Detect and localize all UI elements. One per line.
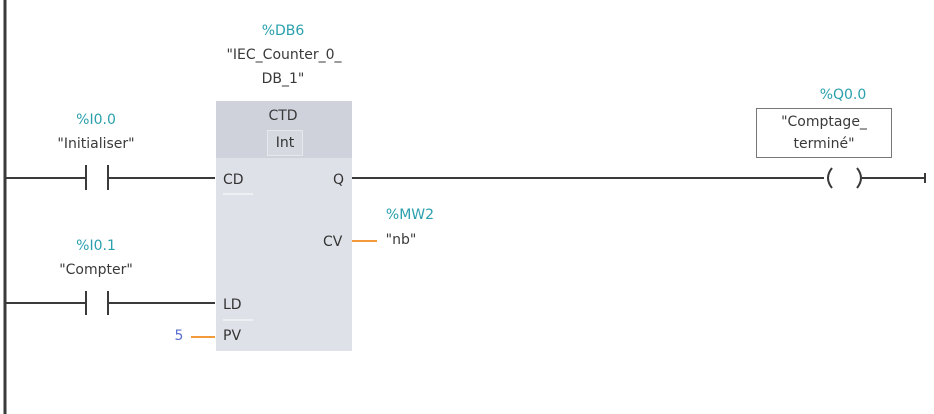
contact-no-icon[interactable] <box>85 291 109 315</box>
cv-address: %MW2 <box>385 207 435 223</box>
pv-constant[interactable]: 5 <box>174 328 184 344</box>
pin-pv: PV <box>223 328 242 344</box>
contact-1-name[interactable]: "Initialiser" <box>57 136 135 152</box>
pin-cd-underline <box>223 193 253 195</box>
pin-cd: CD <box>223 172 244 188</box>
data-type-selector[interactable]: Int <box>267 130 303 156</box>
contact-2-name[interactable]: "Compter" <box>59 262 133 278</box>
coil-operand-box[interactable]: "Comptage_ terminé" <box>756 108 892 158</box>
instance-db-address: %DB6 <box>261 23 305 39</box>
pin-ld: LD <box>223 297 242 313</box>
ctd-counter-block[interactable]: CTD Int CD Q CV LD PV <box>216 101 352 351</box>
coil-icon[interactable] <box>827 167 862 189</box>
contact-2-address: %I0.1 <box>76 238 116 254</box>
instance-db-name-line1: "IEC_Counter_0_ <box>226 47 342 63</box>
cv-name[interactable]: "nb" <box>385 232 417 248</box>
coil-name-line2: terminé" <box>793 136 855 152</box>
coil-address: %Q0.0 <box>819 87 867 103</box>
contact-no-icon[interactable] <box>85 165 109 190</box>
instance-db-name-line2: DB_1" <box>261 71 305 87</box>
coil-name-line1: "Comptage_ <box>781 114 867 130</box>
pin-ld-underline <box>223 319 253 321</box>
block-header: CTD Int <box>216 101 352 158</box>
block-type: CTD <box>268 108 298 124</box>
pin-q: Q <box>333 172 345 188</box>
contact-1-address: %I0.0 <box>76 112 116 128</box>
pin-cv: CV <box>323 234 343 250</box>
